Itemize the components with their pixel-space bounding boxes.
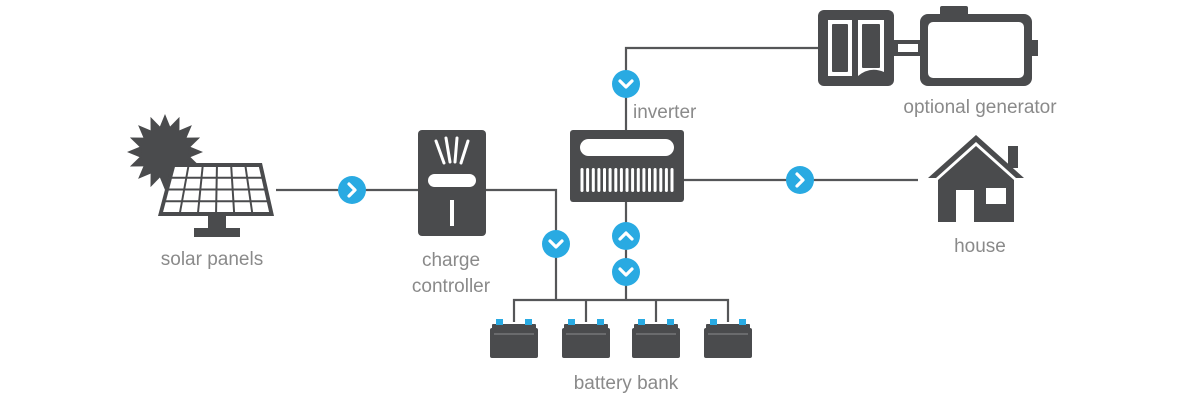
- inverter-fin: [619, 168, 623, 192]
- charge-controller-icon: [418, 130, 486, 236]
- generator-icon: [818, 6, 1038, 86]
- panel-cell: [249, 190, 267, 201]
- inverter-fin: [625, 168, 629, 192]
- inverter-fin: [664, 168, 668, 192]
- panel-cell: [183, 190, 200, 201]
- panel-cell: [217, 167, 231, 177]
- inverter-fin: [614, 168, 618, 192]
- inverter-fin: [648, 168, 651, 192]
- panel-cell: [217, 190, 233, 201]
- arrow-down-icon: [612, 70, 640, 98]
- inverter-fin: [636, 168, 640, 192]
- panel-cell: [232, 167, 246, 177]
- battery-terminal: [597, 319, 604, 325]
- inverter-fin: [608, 168, 612, 192]
- panel-cell: [200, 190, 216, 201]
- panel-cell: [172, 167, 188, 177]
- panel-cell: [199, 202, 216, 212]
- battery-terminal: [496, 319, 503, 325]
- inverter-fin: [670, 168, 674, 192]
- panel-cell: [185, 178, 201, 189]
- battery-icon: [632, 319, 680, 358]
- panel-cell: [181, 202, 199, 212]
- panel-cell: [232, 178, 248, 189]
- inverter-icon: [570, 130, 684, 202]
- inverter-fin: [591, 168, 595, 192]
- inverter-fin: [659, 168, 663, 192]
- inverter-fin: [653, 168, 657, 192]
- panel-cell: [202, 167, 216, 177]
- label-house: house: [954, 236, 1006, 257]
- battery-bank: [490, 319, 752, 358]
- arrow-up-icon: [612, 222, 640, 250]
- label-battery-bank: battery bank: [574, 373, 679, 394]
- label-solar-panels: solar panels: [161, 249, 263, 270]
- inverter-fin: [580, 168, 584, 192]
- panel-cell: [163, 202, 181, 212]
- panel-cell: [246, 167, 262, 177]
- battery-icon: [490, 319, 538, 358]
- battery-terminal: [739, 319, 746, 325]
- panel-cell: [251, 202, 270, 212]
- battery-icon: [562, 319, 610, 358]
- arrow-right-icon: [786, 166, 814, 194]
- arrow-right-icon: [338, 176, 366, 204]
- house-icon: [928, 135, 1024, 222]
- panel-cell: [217, 202, 234, 212]
- wire-inverter-to-generator: [624, 46, 822, 130]
- panel-cell: [169, 178, 186, 189]
- inverter-fin: [597, 168, 601, 192]
- battery-terminal: [667, 319, 674, 325]
- arrow-down-icon: [612, 258, 640, 286]
- panel-cell: [201, 178, 216, 189]
- panel-cell: [217, 178, 232, 189]
- inverter-fin: [603, 168, 606, 192]
- wire-controller-to-battery: [486, 188, 558, 300]
- arrow-down-icon: [542, 230, 570, 258]
- battery-terminal: [525, 319, 532, 325]
- label-charge-controller-line2: controller: [412, 276, 491, 297]
- battery-terminal: [568, 319, 575, 325]
- panel-cell: [187, 167, 202, 177]
- panel-cell: [233, 190, 250, 201]
- wire-battery-bus: [512, 298, 730, 322]
- label-charge-controller-line1: charge: [422, 250, 480, 271]
- battery-terminal: [638, 319, 645, 325]
- battery-terminal: [710, 319, 717, 325]
- inverter-fin: [586, 168, 590, 192]
- inverter-fin: [642, 168, 646, 192]
- inverter-fin: [631, 168, 635, 192]
- panel-cell: [166, 190, 183, 201]
- panel-cell: [248, 178, 264, 189]
- panel-cell: [234, 202, 252, 212]
- solar-panel-icon: [158, 163, 274, 237]
- label-optional-generator: optional generator: [903, 97, 1057, 118]
- label-inverter: inverter: [633, 102, 697, 123]
- flow-arrows: [338, 70, 814, 286]
- battery-icon: [704, 319, 752, 358]
